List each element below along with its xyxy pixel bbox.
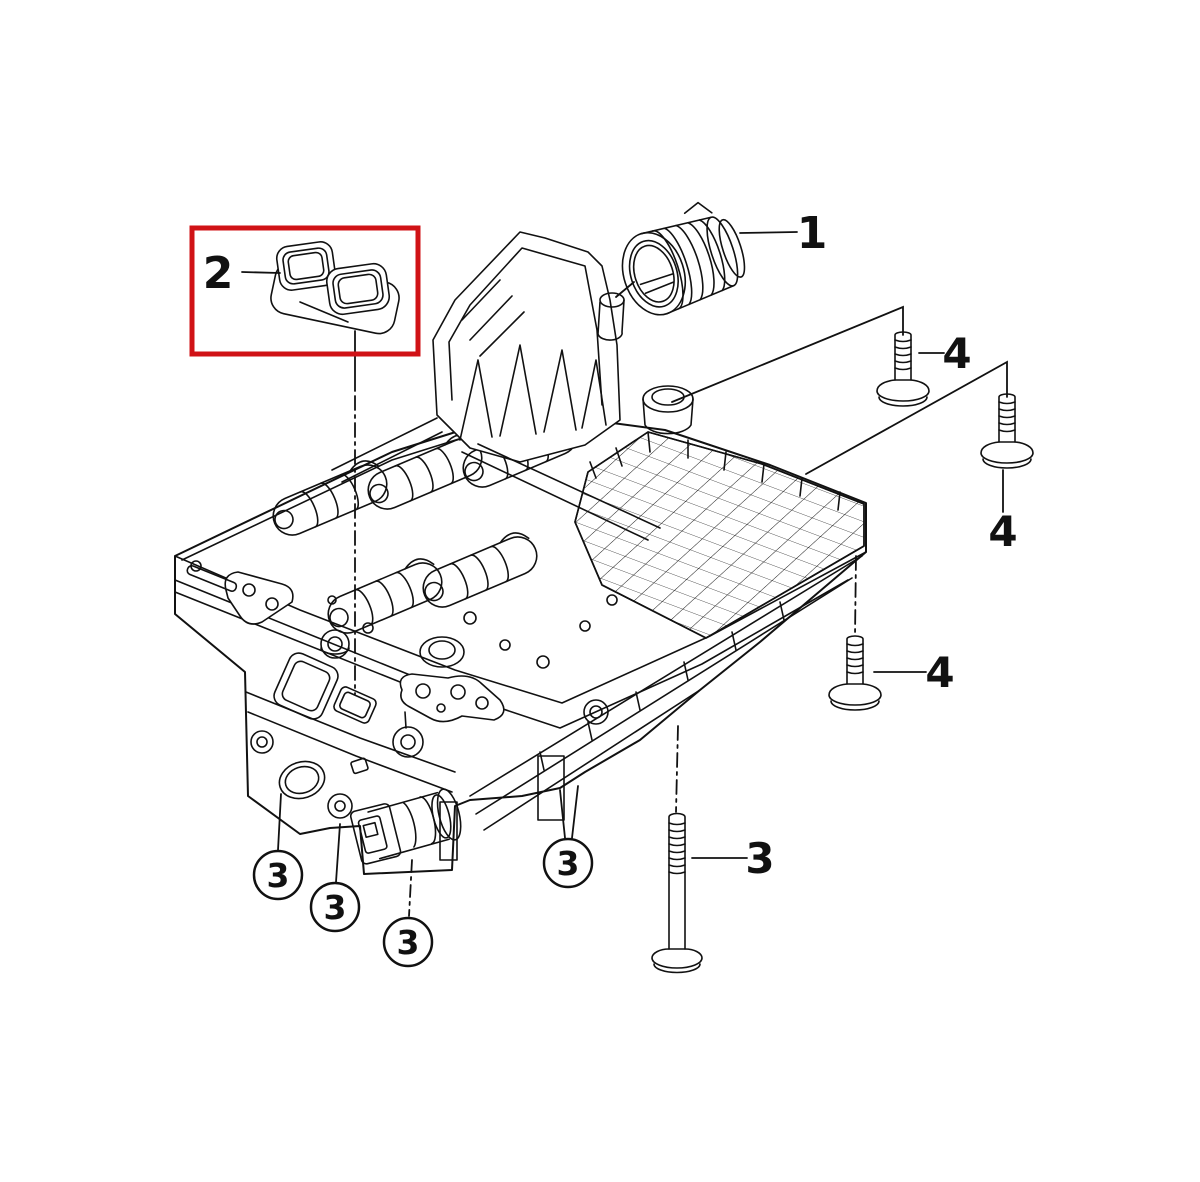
bolt-part-3: [652, 814, 702, 973]
waffle-grid-plate: [575, 432, 864, 638]
screw-4-middle: [829, 636, 881, 710]
bottom-solenoid: [350, 700, 608, 865]
circled-label-3-d: 3: [542, 837, 594, 889]
highlight-box: [189, 225, 421, 357]
leader-screw4-mid: [854, 555, 857, 637]
circled-label-3-c: 3: [382, 916, 434, 968]
leader-bolt3: [675, 725, 679, 813]
leader-circle3-a: [277, 793, 282, 851]
label-part-4-middle: 4: [925, 648, 954, 697]
leader-lines: [241, 231, 1008, 917]
leader-screw4-right: [805, 360, 1008, 475]
svg-text:3: 3: [267, 856, 290, 895]
valve-body: [175, 386, 866, 874]
leader-part1-to-body: [615, 281, 635, 298]
standpipe-boss: [643, 386, 693, 434]
deck-windows: [271, 650, 378, 725]
top-bracket: [332, 232, 660, 540]
circled-label-3-b: 3: [309, 881, 361, 933]
label-part-2: 2: [203, 248, 234, 299]
svg-text:3: 3: [397, 923, 420, 962]
deck-bosses: [321, 595, 617, 757]
sleeve-part-1: [609, 194, 754, 323]
circled-label-3-a: 3: [252, 849, 304, 901]
svg-text:3: 3: [324, 888, 347, 927]
diagram-line-art: [175, 194, 1033, 972]
screw-4-top: [877, 332, 929, 406]
screw-4-right: [981, 394, 1033, 468]
label-part-4-top: 4: [942, 329, 971, 378]
svg-text:3: 3: [557, 844, 580, 883]
leader-screw4-top: [671, 305, 904, 403]
label-part-1: 1: [797, 208, 828, 259]
leader-circle3-c: [408, 859, 413, 917]
label-part-4-right: 4: [988, 507, 1017, 556]
leader-circle3-d1: [559, 789, 566, 839]
leader-circle3-d2: [571, 785, 579, 839]
leader-part1-label: [739, 231, 798, 234]
left-face-details: [186, 561, 238, 592]
leader-part2-label: [241, 271, 281, 274]
mounting-plates: [225, 572, 504, 722]
grommet-part-2: [268, 240, 402, 336]
label-part-3-bolt: 3: [745, 834, 774, 883]
step-face-holes: [251, 731, 368, 818]
leader-circle3-b: [335, 823, 341, 883]
callout-labels: 1 2 4 4 4 3 3 3 3 3: [203, 208, 1018, 968]
